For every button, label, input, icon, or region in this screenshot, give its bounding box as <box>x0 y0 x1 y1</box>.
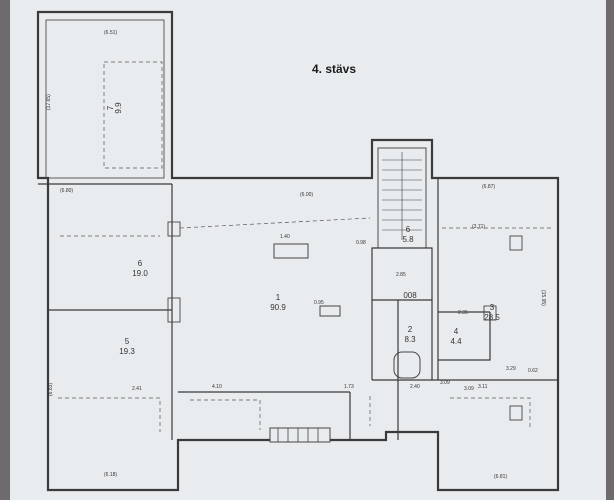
room-2-area: 8.3 <box>404 335 416 344</box>
room-6-number: 6 <box>138 259 143 268</box>
dim-label: 0.95 <box>314 300 324 306</box>
dim-label: (6.80) <box>60 188 73 194</box>
room-1-number: 1 <box>276 293 281 302</box>
dim-label: 3.09 <box>464 386 474 392</box>
dim-label: (6.81) <box>494 474 507 480</box>
dim-label: 2.35 <box>458 310 468 316</box>
dim-label: 0.62 <box>528 368 538 374</box>
room-stair-number: 6 <box>406 225 411 234</box>
dim-label: 2.85 <box>396 272 406 278</box>
dim-label: 1.73 <box>344 384 354 390</box>
floor-title: 4. stävs <box>312 62 357 76</box>
room-7-area: 9.9 <box>114 102 123 114</box>
floor-plan: 7 9.9 6 19.0 5 19.3 1 90.9 6 5.8 2 8.3 4… <box>36 10 560 492</box>
room-5-area: 19.3 <box>119 347 135 356</box>
dimension-labels: (6.51) (6.80) (17.65) (6.00) (6.87) (3.7… <box>46 30 546 480</box>
dim-label: (6.00) <box>300 192 313 198</box>
inner-walls <box>38 19 558 440</box>
dim-label: (6.87) <box>482 184 495 190</box>
dim-label: (17.65) <box>46 94 52 110</box>
room-008-number: 008 <box>403 291 417 300</box>
dim-label: (15.95) <box>540 290 546 306</box>
dim-label: (6.51) <box>104 30 117 36</box>
room-4-number: 4 <box>454 327 459 336</box>
room-6-area: 19.0 <box>132 269 148 278</box>
room-3-number: 3 <box>490 303 495 312</box>
room-stair-area: 5.8 <box>402 235 414 244</box>
dim-label: 1.40 <box>280 234 290 240</box>
room-3-area: 28.5 <box>484 313 500 322</box>
room-labels: 7 9.9 6 19.0 5 19.3 1 90.9 6 5.8 2 8.3 4… <box>106 102 500 356</box>
dim-label: 3.09 <box>440 380 450 386</box>
dim-label: 4.10 <box>212 384 222 390</box>
fixtures <box>167 221 523 443</box>
dim-label: (6.83) <box>48 383 54 396</box>
dim-label: 2.41 <box>132 386 142 392</box>
dim-label: 0.98 <box>356 240 366 246</box>
dim-label: (6.18) <box>104 472 117 478</box>
outer-walls <box>36 10 560 492</box>
room-5-number: 5 <box>125 337 130 346</box>
room-7-number: 7 <box>106 105 115 110</box>
room-4-area: 4.4 <box>450 337 462 346</box>
dim-label: (3.71) <box>472 224 485 230</box>
room-2-number: 2 <box>408 325 413 334</box>
plan-sheet: 4. stävs <box>10 0 606 500</box>
dim-label: 3.11 <box>478 384 488 390</box>
room-1-area: 90.9 <box>270 303 286 312</box>
dim-label: 3.29 <box>506 366 516 372</box>
dashed-lines <box>58 61 554 432</box>
dim-label: 2.40 <box>410 384 420 390</box>
